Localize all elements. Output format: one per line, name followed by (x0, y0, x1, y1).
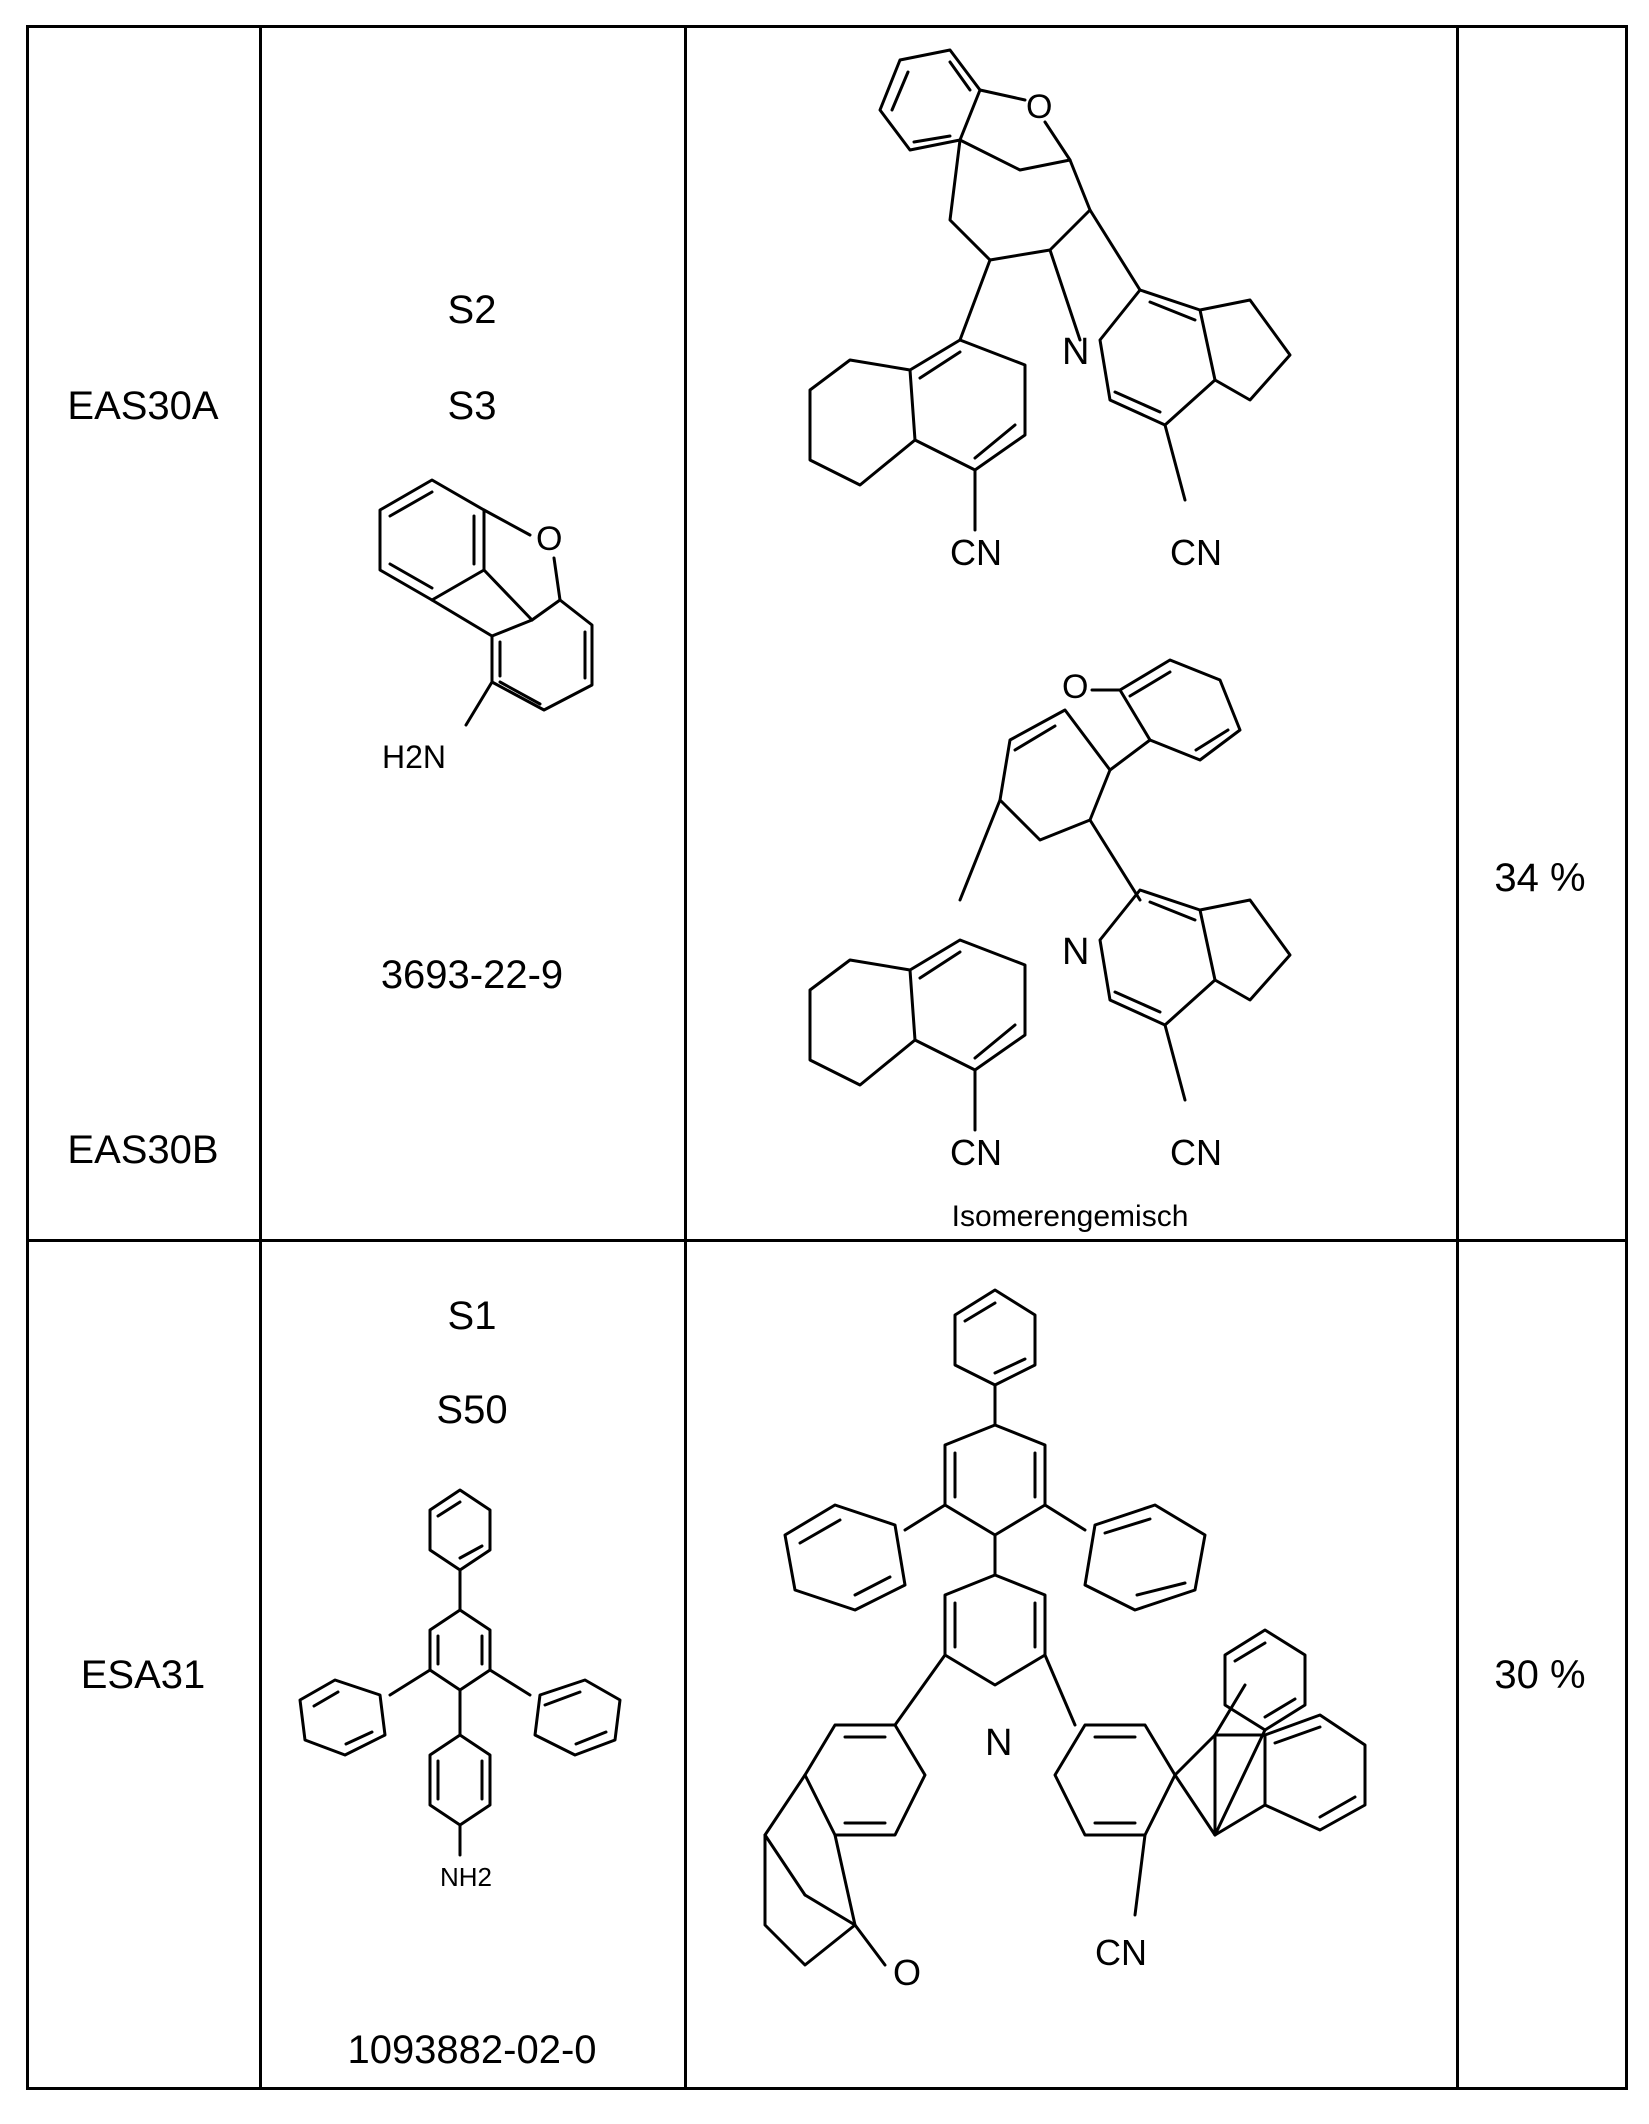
oxygen-atom-label: O (893, 1952, 921, 1993)
amine-structure: O H2N (360, 470, 600, 910)
reagent-label: S3 (448, 386, 497, 426)
isomer-mixture-note: Isomerengemisch (952, 1202, 1189, 1232)
nitrile-label: CN (950, 532, 1002, 573)
product-structure: N O CN (745, 1275, 1385, 2065)
product-structure-isomer-1: O N CN CN (800, 40, 1360, 560)
table-column-divider (259, 25, 262, 2090)
compound-id: EAS30A (67, 386, 218, 426)
table-column-divider (1456, 25, 1459, 2090)
nitrogen-atom-label: N (1062, 331, 1089, 373)
amine-group-label: NH2 (440, 1862, 492, 1892)
nitrile-label: CN (1170, 532, 1222, 573)
nitrile-label: CN (1095, 1932, 1147, 1973)
table-border-right (1625, 25, 1628, 2090)
table-border-bottom (26, 2087, 1628, 2090)
nitrogen-atom-label: N (1062, 931, 1089, 973)
reagent-label: S50 (436, 1390, 507, 1430)
oxygen-atom-label: O (1062, 668, 1088, 706)
oxygen-atom-label: O (1026, 88, 1052, 126)
nitrile-label: CN (950, 1132, 1002, 1173)
reagent-label: S2 (448, 290, 497, 330)
amine-group-label: H2N (382, 739, 446, 775)
table-row-divider (26, 1239, 1628, 1242)
table-border-left (26, 25, 29, 2090)
oxygen-atom-label: O (536, 520, 562, 558)
compound-id: EAS30B (67, 1130, 218, 1170)
product-structure-isomer-2: O N CN CN (800, 640, 1360, 1160)
cas-number: 1093882-02-0 (347, 2030, 596, 2070)
table-border-top (26, 25, 1628, 28)
yield-value: 34 % (1494, 858, 1585, 898)
table-column-divider (684, 25, 687, 2090)
amine-structure: NH2 (290, 1470, 670, 1970)
yield-value: 30 % (1494, 1655, 1585, 1695)
reagent-label: S1 (448, 1296, 497, 1336)
compound-id: ESA31 (81, 1655, 206, 1695)
nitrile-label: CN (1170, 1132, 1222, 1173)
nitrogen-atom-label: N (985, 1722, 1012, 1764)
cas-number: 3693-22-9 (381, 955, 563, 995)
